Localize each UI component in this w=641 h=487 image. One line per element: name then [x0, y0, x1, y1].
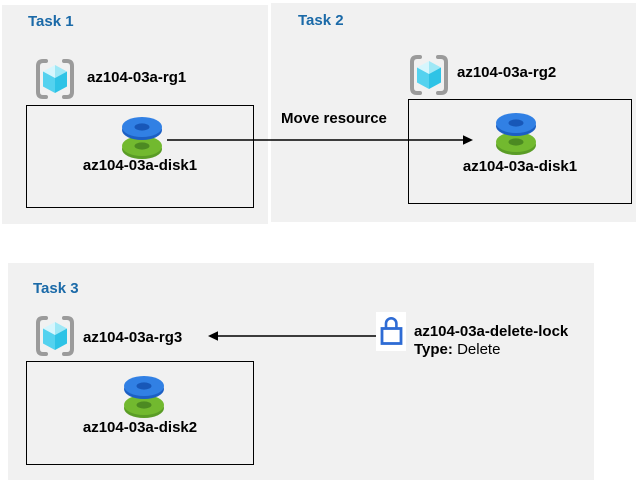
resource-group-icon-slot	[33, 314, 77, 358]
lock-arrow	[208, 331, 376, 341]
panel-task-3: Task 3 az104-03a-rg3 az104-03a-disk2	[8, 263, 594, 480]
resource-group-icon-slot	[33, 57, 77, 101]
lock-name: az104-03a-delete-lock	[414, 323, 569, 340]
lock-type: Type: Delete	[414, 341, 568, 359]
disk-icon	[496, 113, 536, 155]
disk-blue-layer	[124, 376, 164, 399]
resource-box: az104-03a-disk1	[26, 105, 254, 208]
disk-icon-slot	[119, 116, 165, 159]
disk-icon-slot	[121, 375, 167, 418]
disk-icon	[122, 117, 162, 159]
resource-group-name: az104-03a-rg1	[87, 69, 187, 86]
disk-blue-layer	[496, 113, 536, 136]
disk-green-layer	[124, 395, 164, 418]
lock-icon	[376, 312, 406, 351]
move-resource-arrow	[167, 135, 473, 145]
move-resource-label: Move resource	[281, 110, 387, 127]
resource-box: az104-03a-disk1	[408, 99, 632, 204]
resource-group-name: az104-03a-rg3	[83, 329, 183, 346]
disk-blue-layer	[122, 117, 162, 140]
lock-type-value: Delete	[457, 341, 501, 358]
task-3-title: Task 3	[33, 280, 79, 297]
disk-name: az104-03a-disk1	[462, 158, 578, 175]
disk-name: az104-03a-disk2	[82, 419, 198, 436]
disk-green-layer	[122, 136, 162, 159]
resource-box: az104-03a-disk2	[26, 361, 254, 465]
resource-group-icon-slot	[407, 53, 451, 97]
disk-icon	[124, 376, 164, 418]
resource-group-icon	[36, 316, 74, 356]
lock-glyph	[380, 317, 403, 345]
resource-group-name: az104-03a-rg2	[457, 64, 557, 81]
lock-type-label: Type:	[414, 341, 453, 358]
disk-icon-slot	[493, 112, 539, 155]
panel-task-2: Task 2 az104-03a-rg2 az104-03a-disk1	[271, 3, 636, 222]
disk-green-layer	[496, 132, 536, 155]
panel-task-1: Task 1 az104-03a-rg1 az104-03a-disk1	[2, 5, 268, 224]
lock-label: az104-03a-delete-lock Type: Delete	[414, 323, 568, 359]
resource-group-icon	[410, 55, 448, 95]
disk-name: az104-03a-disk1	[82, 157, 198, 174]
task-1-title: Task 1	[28, 13, 74, 30]
resource-group-icon	[36, 59, 74, 99]
task-2-title: Task 2	[298, 12, 344, 29]
